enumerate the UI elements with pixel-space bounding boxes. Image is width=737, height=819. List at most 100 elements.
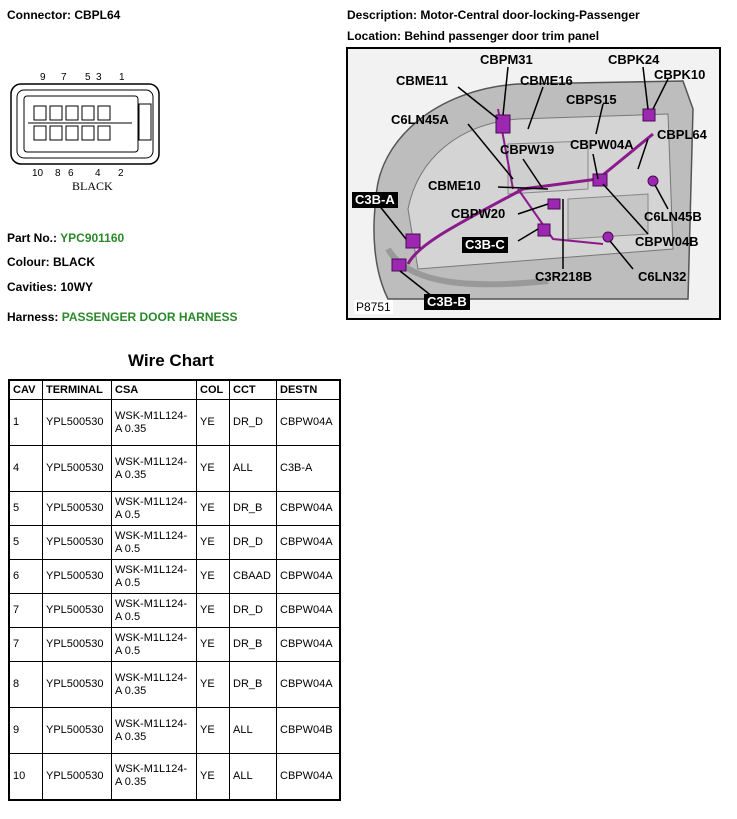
description-value: Motor-Central door-locking-Passenger xyxy=(420,8,640,22)
colour-line: Colour: BLACK xyxy=(7,255,95,269)
table-cell: YE xyxy=(196,707,230,754)
table-cell: YPL500530 xyxy=(42,707,112,754)
column-header: CCT xyxy=(229,379,277,400)
pin-label: 6 xyxy=(68,168,74,179)
callout-label: C6LN32 xyxy=(638,269,687,284)
callout-label: CBPW20 xyxy=(451,206,506,221)
table-cell: 4 xyxy=(8,445,43,492)
table-cell: CBPW04A xyxy=(276,491,341,526)
table-cell: CBPW04A xyxy=(276,525,341,560)
table-cell: WSK-M1L124-A 0.5 xyxy=(111,627,197,662)
callout-label: CBPW04A xyxy=(570,137,634,152)
table-cell: DR_D xyxy=(229,525,277,560)
table-cell: YE xyxy=(196,491,230,526)
table-cell: WSK-M1L124-A 0.35 xyxy=(111,753,197,800)
column-header: COL xyxy=(196,379,230,400)
table-row: 6 YPL500530 WSK-M1L124-A 0.5 YE CBAAD CB… xyxy=(8,559,341,594)
table-cell: DR_B xyxy=(229,491,277,526)
pin-label: 2 xyxy=(118,168,124,179)
callout-label: CBME16 xyxy=(520,73,573,88)
table-cell: YPL500530 xyxy=(42,399,112,446)
table-cell: YE xyxy=(196,559,230,594)
table-cell: WSK-M1L124-A 0.5 xyxy=(111,593,197,628)
connector-line: Connector: CBPL64 xyxy=(7,8,120,22)
cavities-label: Cavities: xyxy=(7,280,58,294)
pin-label: 8 xyxy=(55,168,61,179)
location-illustration: CBPM31 CBPK24 CBME11 CBME16 CBPK10 CBPS1… xyxy=(346,47,721,320)
pin-label: 10 xyxy=(32,168,44,179)
table-row: 7 YPL500530 WSK-M1L124-A 0.5 YE DR_B CBP… xyxy=(8,627,341,662)
table-cell: YE xyxy=(196,661,230,708)
table-row: 5 YPL500530 WSK-M1L124-A 0.5 YE DR_B CBP… xyxy=(8,491,341,526)
callout-label: CBPW19 xyxy=(500,142,555,157)
table-cell: YE xyxy=(196,593,230,628)
callout-label: C3B-B xyxy=(424,294,470,310)
table-cell: C3B-A xyxy=(276,445,341,492)
table-cell: ALL xyxy=(229,753,277,800)
cavities-value: 10WY xyxy=(60,280,94,294)
location-line: Location: Behind passenger door trim pan… xyxy=(347,29,599,43)
table-row: 1 YPL500530 WSK-M1L124-A 0.35 YE DR_D CB… xyxy=(8,399,341,446)
table-cell: YPL500530 xyxy=(42,559,112,594)
table-cell: WSK-M1L124-A 0.35 xyxy=(111,399,197,446)
table-cell: DR_D xyxy=(229,593,277,628)
part-no-line: Part No.: YPC901160 xyxy=(7,231,124,245)
pin-label: 4 xyxy=(95,168,101,179)
table-cell: YE xyxy=(196,399,230,446)
table-cell: WSK-M1L124-A 0.35 xyxy=(111,445,197,492)
part-no-value[interactable]: YPC901160 xyxy=(60,231,125,245)
table-cell: YE xyxy=(196,753,230,800)
table-cell: CBPW04A xyxy=(276,627,341,662)
pin-label: 3 xyxy=(96,72,102,83)
harness-line: Harness: PASSENGER DOOR HARNESS xyxy=(7,310,238,324)
table-row: 7 YPL500530 WSK-M1L124-A 0.5 YE DR_D CBP… xyxy=(8,593,341,628)
callout-label: C3B-A xyxy=(352,192,398,208)
callout-label: C6LN45A xyxy=(391,112,449,127)
table-cell: 5 xyxy=(8,525,43,560)
table-cell: 7 xyxy=(8,593,43,628)
callout-label: CBME11 xyxy=(396,73,449,88)
table-cell: 7 xyxy=(8,627,43,662)
table-cell: YPL500530 xyxy=(42,661,112,708)
table-cell: ALL xyxy=(229,445,277,492)
callout-label: CBME10 xyxy=(428,178,481,193)
table-cell: WSK-M1L124-A 0.5 xyxy=(111,491,197,526)
connector-label: Connector: xyxy=(7,8,71,22)
pin-label: 5 xyxy=(85,72,91,83)
callout-label: CBPK24 xyxy=(608,52,660,67)
table-cell: CBPW04A xyxy=(276,593,341,628)
table-cell: WSK-M1L124-A 0.5 xyxy=(111,525,197,560)
table-cell: CBPW04A xyxy=(276,399,341,446)
callout-label: C3B-C xyxy=(462,237,508,253)
table-cell: WSK-M1L124-A 0.35 xyxy=(111,661,197,708)
wire-chart-title: Wire Chart xyxy=(128,351,214,370)
callout-label: CBPM31 xyxy=(480,52,533,67)
pin-label: 9 xyxy=(40,72,46,83)
table-cell: YPL500530 xyxy=(42,445,112,492)
callout-label: C3R218B xyxy=(535,269,593,284)
location-label: Location: xyxy=(347,29,401,43)
table-cell: YE xyxy=(196,525,230,560)
callout-label: CBPS15 xyxy=(566,92,617,107)
harness-label: Harness: xyxy=(7,310,59,324)
location-value: Behind passenger door trim panel xyxy=(404,29,600,43)
table-cell: YPL500530 xyxy=(42,525,112,560)
connector-value: CBPL64 xyxy=(74,8,121,22)
table-cell: CBPW04A xyxy=(276,753,341,800)
column-header: DESTN xyxy=(276,379,341,400)
harness-value[interactable]: PASSENGER DOOR HARNESS xyxy=(61,310,238,324)
table-cell: DR_B xyxy=(229,627,277,662)
table-cell: 8 xyxy=(8,661,43,708)
callout-label: C6LN45B xyxy=(644,209,702,224)
pin-label: 1 xyxy=(119,72,125,83)
table-cell: CBPW04B xyxy=(276,707,341,754)
table-cell: CBPW04A xyxy=(276,661,341,708)
connector-color-caption: BLACK xyxy=(72,179,113,190)
table-row: 4 YPL500530 WSK-M1L124-A 0.35 YE ALL C3B… xyxy=(8,445,341,492)
column-header: TERMINAL xyxy=(42,379,112,400)
table-cell: CBAAD xyxy=(229,559,277,594)
callout-label: CBPL64 xyxy=(657,127,707,142)
figure-reference: P8751 xyxy=(354,300,393,314)
table-cell: DR_B xyxy=(229,661,277,708)
table-cell: YPL500530 xyxy=(42,753,112,800)
